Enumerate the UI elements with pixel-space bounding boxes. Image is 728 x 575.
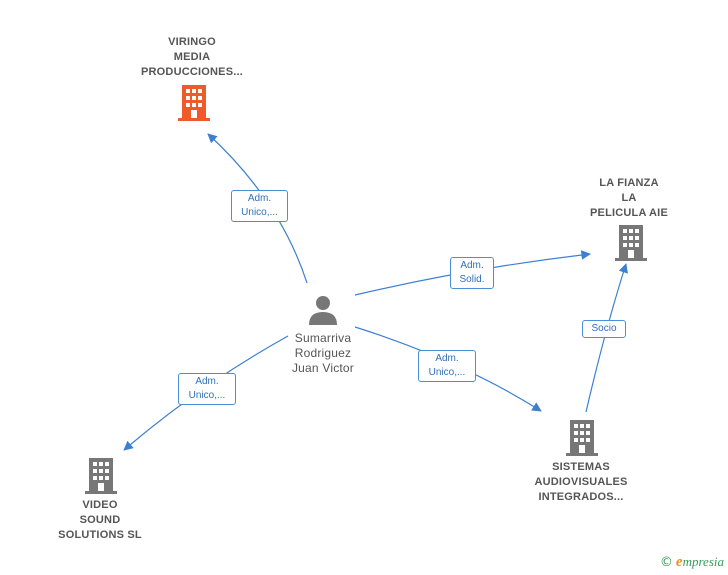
node-label-sistemas[interactable]: SISTEMAS AUDIOVISUALES INTEGRADOS... [525,460,637,505]
edge-label-line: Adm. [195,376,219,387]
node-label-line: Juan Victor [291,361,354,375]
node-label-line: LA FIANZA [599,177,659,189]
node-label-viringo[interactable]: VIRINGO MEDIA PRODUCCIONES... [130,35,254,80]
company-building-icon[interactable] [178,85,210,121]
edge-label-sistemas-fianza[interactable]: Socio [582,320,626,338]
node-label-line: INTEGRADOS... [538,491,624,503]
node-label-line: VIRINGO [168,36,216,48]
edge-label-line: Unico,... [241,207,278,218]
node-label-line: PELICULA AIE [590,207,668,219]
node-label-line: Sumarriva [294,331,352,345]
node-label-line: LA [621,192,637,204]
edge-label-person-viringo[interactable]: Adm. Unico,... [231,190,288,222]
copyright-icon: © [659,555,673,570]
node-label-line: PRODUCCIONES... [140,66,243,78]
node-label-video-sound[interactable]: VIDEO SOUND SOLUTIONS SL [48,498,152,543]
company-building-icon[interactable] [566,420,598,456]
edge-label-line: Adm. [435,353,459,364]
node-label-line: AUDIOVISUALES [534,476,628,488]
edge-label-line: Adm. [247,193,272,204]
edge-label-person-video[interactable]: Adm. Unico,... [178,373,236,405]
brand-initial: e [675,554,683,570]
node-label-line: SISTEMAS [552,461,610,473]
node-label-line: Rodriguez [294,346,352,360]
node-label-line: VIDEO [82,499,118,511]
node-label-line: SOLUTIONS SL [58,529,142,541]
node-label-line: MEDIA [173,51,211,63]
brand-name: mpresia [682,554,724,569]
empresia-logo[interactable]: ©empresia [660,554,724,571]
edge-label-line: Adm. [460,260,484,271]
person-icon[interactable] [308,295,338,325]
edge-label-line: Unico,... [428,367,466,378]
node-label-la-fianza[interactable]: LA FIANZA LA PELICULA AIE [580,176,678,221]
edge-label-line: Unico,... [188,390,226,401]
edge-label-line: Socio [591,323,617,334]
node-label-line: SOUND [79,514,121,526]
company-building-icon[interactable] [85,458,117,494]
company-building-icon[interactable] [615,225,647,261]
edge-label-person-fianza[interactable]: Adm. Solid. [450,257,494,289]
edge-label-person-sistemas[interactable]: Adm. Unico,... [418,350,476,382]
edge-sistemas-fianza [585,263,628,413]
node-label-person[interactable]: Sumarriva Rodriguez Juan Victor [271,331,375,376]
edge-label-line: Solid. [459,274,485,285]
